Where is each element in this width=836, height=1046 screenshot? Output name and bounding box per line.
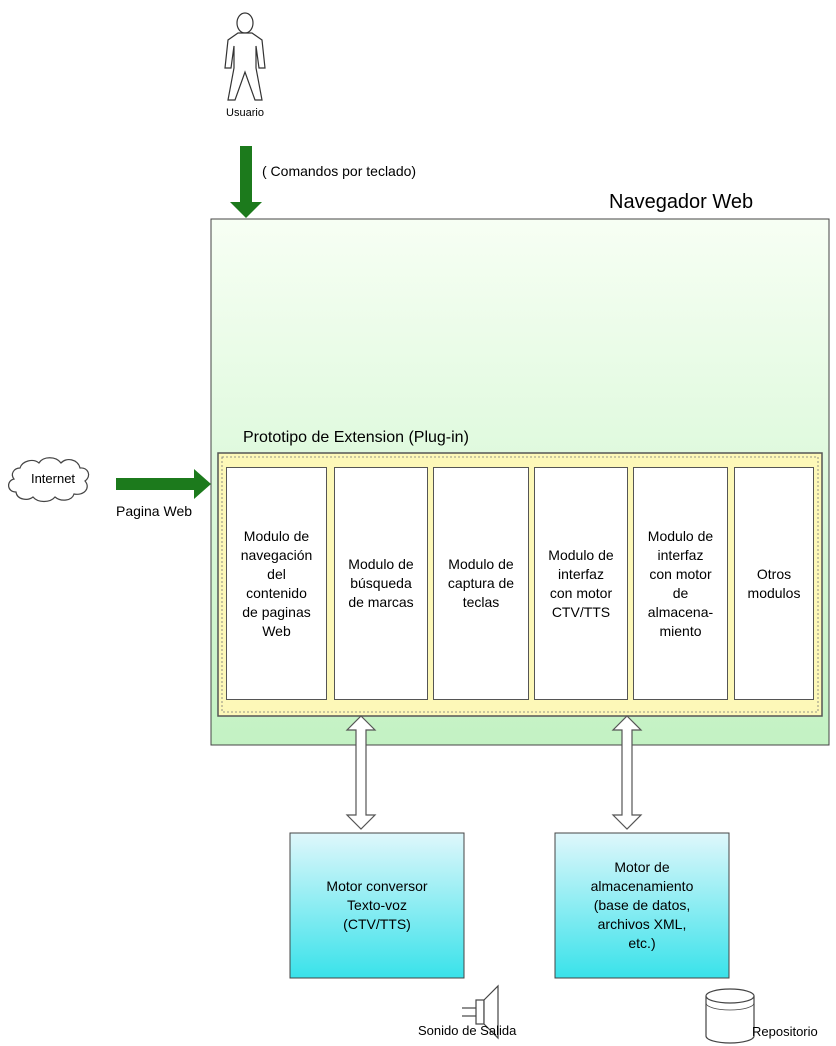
internet-label: Internet [30,471,76,486]
speaker-label: Sonido de Salida [418,1023,517,1038]
cloud-icon [8,457,90,503]
storage-engine-box [554,832,730,979]
plugin-inner-border [221,456,819,713]
tts-engine-box [289,832,465,979]
repository-label: Repositorio [752,1024,818,1039]
repository-icon [705,988,755,1044]
tts-double-arrow [345,715,377,830]
keyboard-arrow [230,146,262,218]
module-storage-interface: Modulo de interfaz con motor de almacena… [633,467,728,700]
user-label: Usuario [226,107,264,119]
user-icon [224,12,266,101]
speaker-icon [462,984,499,1040]
storage-double-arrow [611,715,643,830]
browser-title: Navegador Web [609,191,754,213]
module-tts-interface: Modulo de interfaz con motor CTV/TTS [534,467,628,700]
module-key-capture: Modulo de captura de teclas [433,467,529,700]
keyboard-commands-label: ( Comandos por teclado) [262,163,417,179]
web-page-label: Pagina Web [116,503,193,519]
plugin-title: Prototipo de Extension (Plug-in) [243,429,469,446]
module-web-navigation: Modulo de navegación del contenido de pa… [226,467,327,700]
module-others: Otros modulos [734,467,814,700]
tts-engine-label: Motor conversor Texto-voz (CTV/TTS) [326,878,428,932]
module-bookmark-search: Modulo de búsqueda de marcas [334,467,428,700]
internet-arrow [116,469,211,499]
storage-engine-label: Motor de almacenamiento (base de datos, … [590,859,694,951]
